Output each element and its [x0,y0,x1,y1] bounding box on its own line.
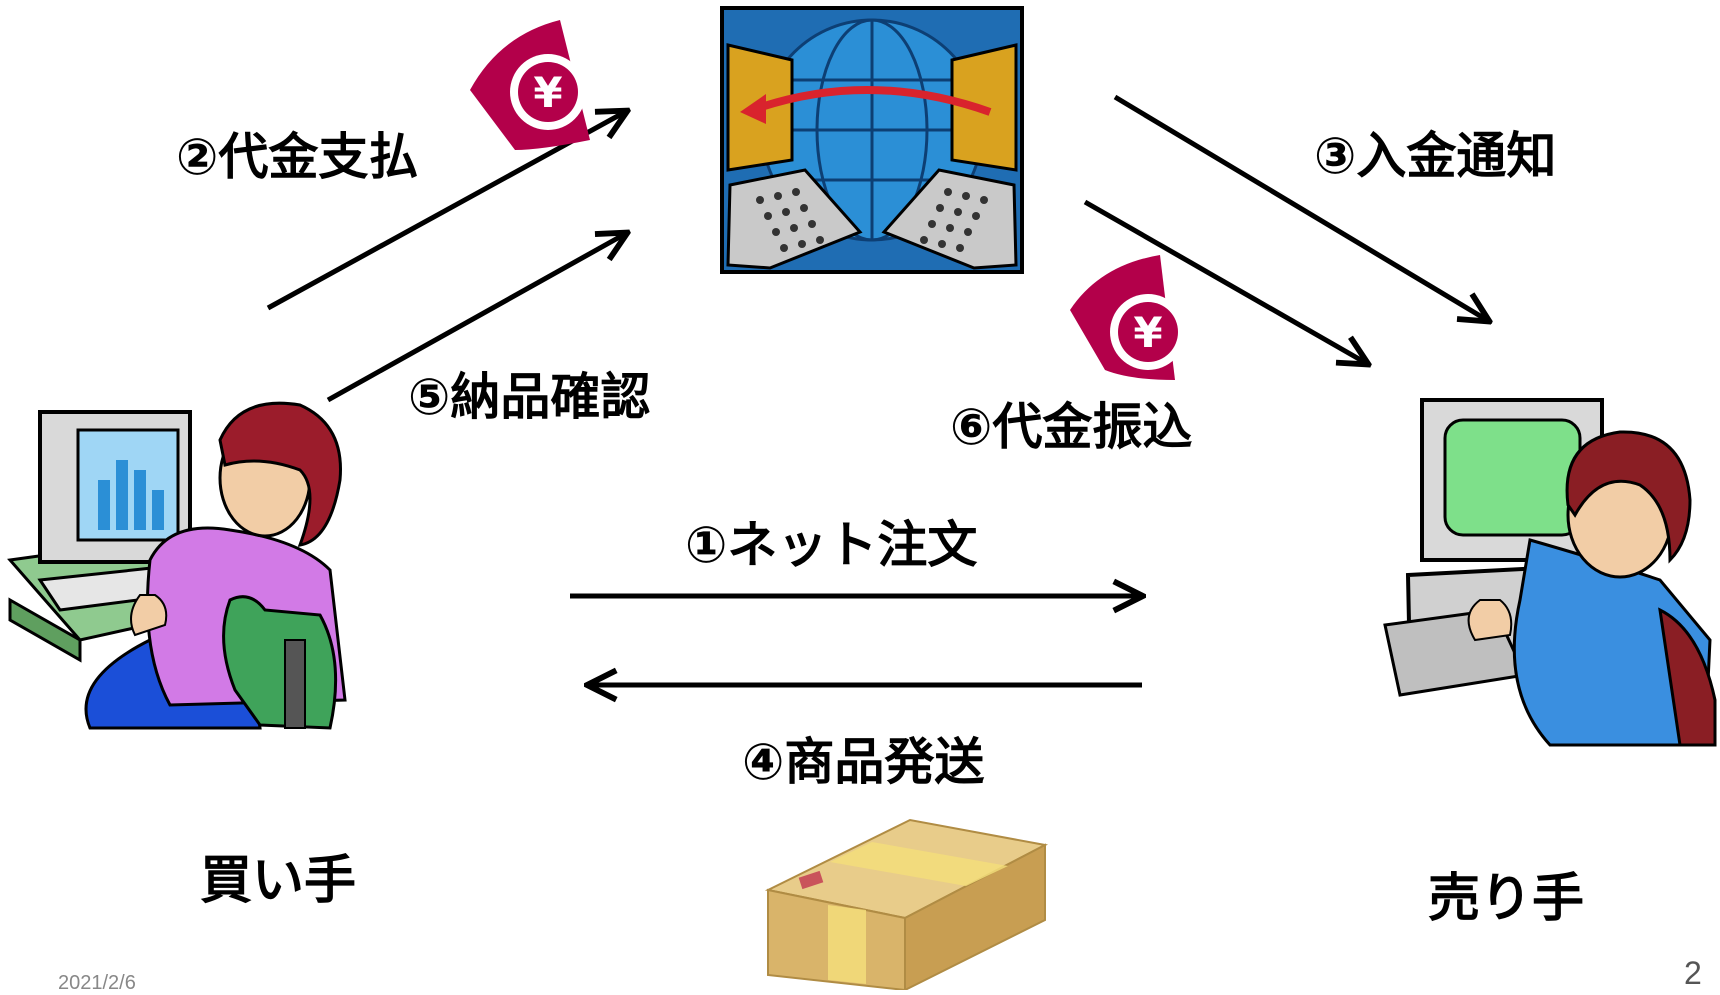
arrow-deposit-notice [1113,94,1487,320]
buyer-label: 買い手 [200,851,357,911]
slide-date: 2021/2/6 [58,972,136,994]
arrow-transfer [1083,199,1366,363]
yen-symbol: ¥ [533,68,562,117]
buyer-at-computer-icon [7,401,347,730]
step-order-label: ①ネット注文 [685,516,978,574]
seller-at-computer-icon [1383,398,1717,747]
arrow-payment [266,112,625,311]
internet-escrow-icon [720,6,1024,274]
step-shipping-label: ④商品発送 [742,733,985,791]
yen-coin-icon: ¥ [470,20,590,150]
yen-symbol: ¥ [1133,308,1162,357]
seller-label: 売り手 [1428,869,1585,929]
package-box-icon [764,818,1049,990]
yen-coin-icon: ¥ [1070,255,1186,380]
step-delivery-confirm-label: ⑤納品確認 [408,368,651,426]
slide-page-number: 2 [1684,955,1702,991]
step-transfer-label: ⑥代金振込 [950,398,1193,456]
arrow-delivery-confirm [326,234,625,403]
step-payment-label: ②代金支払 [176,128,419,186]
step-deposit-notice-label: ③入金通知 [1314,127,1557,185]
